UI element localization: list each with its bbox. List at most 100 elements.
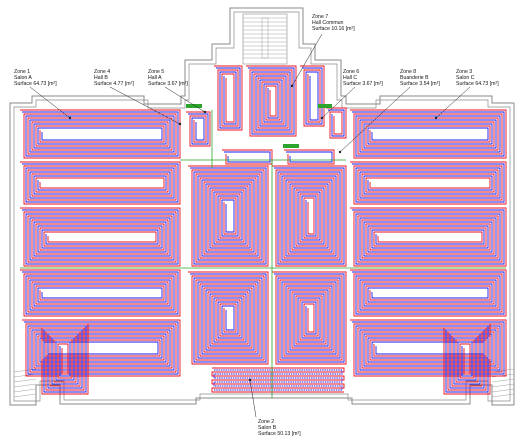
- zone-number: Zone 3: [456, 69, 473, 75]
- zone-label-4: Zone 4 Hall B Surface 4.77 [m²]: [94, 69, 134, 87]
- zone-surface: Surface 3.54 [m²]: [400, 81, 440, 87]
- coil-z8-return: [328, 109, 345, 137]
- coil-hall-b-supply: [284, 149, 335, 165]
- zone-label-6: Zone 6 Hall C Surface 3.67 [m²]: [343, 69, 383, 87]
- zone-label-1: Zone 1 Salon A Surface 64.73 [m²]: [14, 69, 57, 87]
- coil-z2-b-return: [274, 167, 345, 265]
- coil-z2-b-supply: [272, 165, 347, 267]
- coil-z3-c-supply: [350, 207, 507, 267]
- coil-z6-return: [302, 67, 323, 125]
- leader-line: [249, 379, 257, 418]
- coil-z2-c-supply: [188, 271, 269, 365]
- coil-z1-d-supply: [20, 269, 181, 317]
- zone-number: Zone 1: [14, 69, 31, 75]
- coil-z3-b-return: [352, 163, 505, 203]
- zone-number: Zone 2: [258, 419, 275, 425]
- building-walls: [9, 7, 515, 406]
- zone-surface: Surface 3.67 [m²]: [343, 81, 383, 87]
- stair-step: [491, 383, 515, 388]
- stair-step: [13, 378, 37, 383]
- leader-dot: [68, 116, 72, 120]
- zone-number: Zone 6: [343, 69, 360, 75]
- stair-step: [491, 368, 515, 373]
- leader-dot: [203, 110, 207, 114]
- coil-z3-a-supply: [350, 109, 507, 159]
- coil-z2-e-return: [213, 369, 343, 391]
- coil-z1-b-return: [22, 163, 179, 203]
- coil-z4-supply: [186, 111, 211, 147]
- leader-line: [109, 86, 181, 125]
- zone-label-2: Zone 2 Salon B Surface 50.13 [m²]: [258, 419, 301, 437]
- leader-dot: [178, 122, 182, 126]
- coil-z1-c-return: [22, 209, 179, 265]
- zone-number: Zone 8: [400, 69, 417, 75]
- zone-surface: Surface 64.73 [m²]: [456, 81, 499, 87]
- coil-z1-a-supply: [20, 109, 181, 159]
- coil-z2-a-return: [190, 167, 267, 265]
- heating-coils: [20, 65, 507, 395]
- zone-number: Zone 4: [94, 69, 111, 75]
- coil-hall-b-return: [286, 151, 333, 163]
- zone-number: Zone 5: [148, 69, 165, 75]
- label-leader-lines: [29, 33, 471, 418]
- leader-line: [321, 86, 356, 119]
- stair-step: [13, 383, 37, 388]
- coil-z2-a-supply: [188, 165, 269, 267]
- leader-line: [164, 86, 206, 113]
- zone-label-3: Zone 3 Salon C Surface 64.73 [m²]: [456, 69, 499, 87]
- coil-z7-main-return: [248, 67, 295, 135]
- leader-dot: [338, 150, 342, 154]
- coil-z2-d-return: [274, 273, 345, 363]
- coil-z3-f-return: [442, 325, 489, 393]
- stair-step: [491, 393, 515, 398]
- coil-z3-d-return: [352, 271, 505, 315]
- coil-z1-f-supply: [38, 323, 89, 395]
- stair-step: [13, 388, 37, 393]
- zone-name: Buanderie B: [400, 75, 429, 81]
- leader-dot: [248, 378, 252, 382]
- coil-z3-e-return: [352, 321, 505, 375]
- zone-surface: Surface 64.73 [m²]: [14, 81, 57, 87]
- manifold-left: [186, 104, 202, 108]
- coil-z6-supply: [300, 65, 325, 127]
- coil-z1-a-return: [22, 111, 179, 157]
- coil-z5-return: [216, 67, 241, 129]
- leader-line: [29, 86, 71, 119]
- zone-name: Salon B: [258, 425, 277, 431]
- zone-name: Hall Commun: [312, 20, 344, 26]
- coil-z1-b-supply: [20, 161, 181, 205]
- zone-name: Hall A: [148, 75, 162, 81]
- coil-z2-e-supply: [211, 367, 345, 393]
- coil-z3-c-return: [352, 209, 505, 265]
- zone-name: Hall B: [94, 75, 108, 81]
- coil-z3-b-supply: [350, 161, 507, 205]
- coil-z1-c-supply: [20, 207, 181, 267]
- coil-z3-e-supply: [350, 319, 507, 377]
- leader-dot: [434, 116, 438, 120]
- manifolds: [20, 104, 506, 398]
- stairwell: [242, 13, 288, 65]
- coil-z1-d-return: [22, 271, 179, 315]
- leader-dot: [290, 84, 294, 88]
- stair-step: [13, 393, 37, 398]
- stair-step: [491, 373, 515, 378]
- stair-step: [491, 388, 515, 393]
- coil-z1-f-return: [40, 325, 87, 393]
- coil-hall-a-return: [224, 151, 271, 163]
- coil-z3-a-return: [352, 111, 505, 157]
- coil-z5-supply: [214, 65, 243, 131]
- zone-name: Salon C: [456, 75, 475, 81]
- zone-number: Zone 7: [312, 14, 329, 20]
- leader-line: [435, 86, 471, 119]
- leader-line: [339, 86, 411, 153]
- zone-label-8: Zone 8 Buanderie B Surface 3.54 [m²]: [400, 69, 440, 87]
- coil-z8-supply: [326, 107, 347, 139]
- zone-label-5: Zone 5 Hall A Surface 3.67 [m²]: [148, 69, 188, 87]
- coil-z3-f-supply: [440, 323, 491, 395]
- zone-surface: Surface 50.13 [m²]: [258, 431, 301, 437]
- stair-core: [261, 17, 269, 59]
- zone-name: Hall C: [343, 75, 358, 81]
- zone-surface: Surface 10.16 [m²]: [312, 26, 355, 32]
